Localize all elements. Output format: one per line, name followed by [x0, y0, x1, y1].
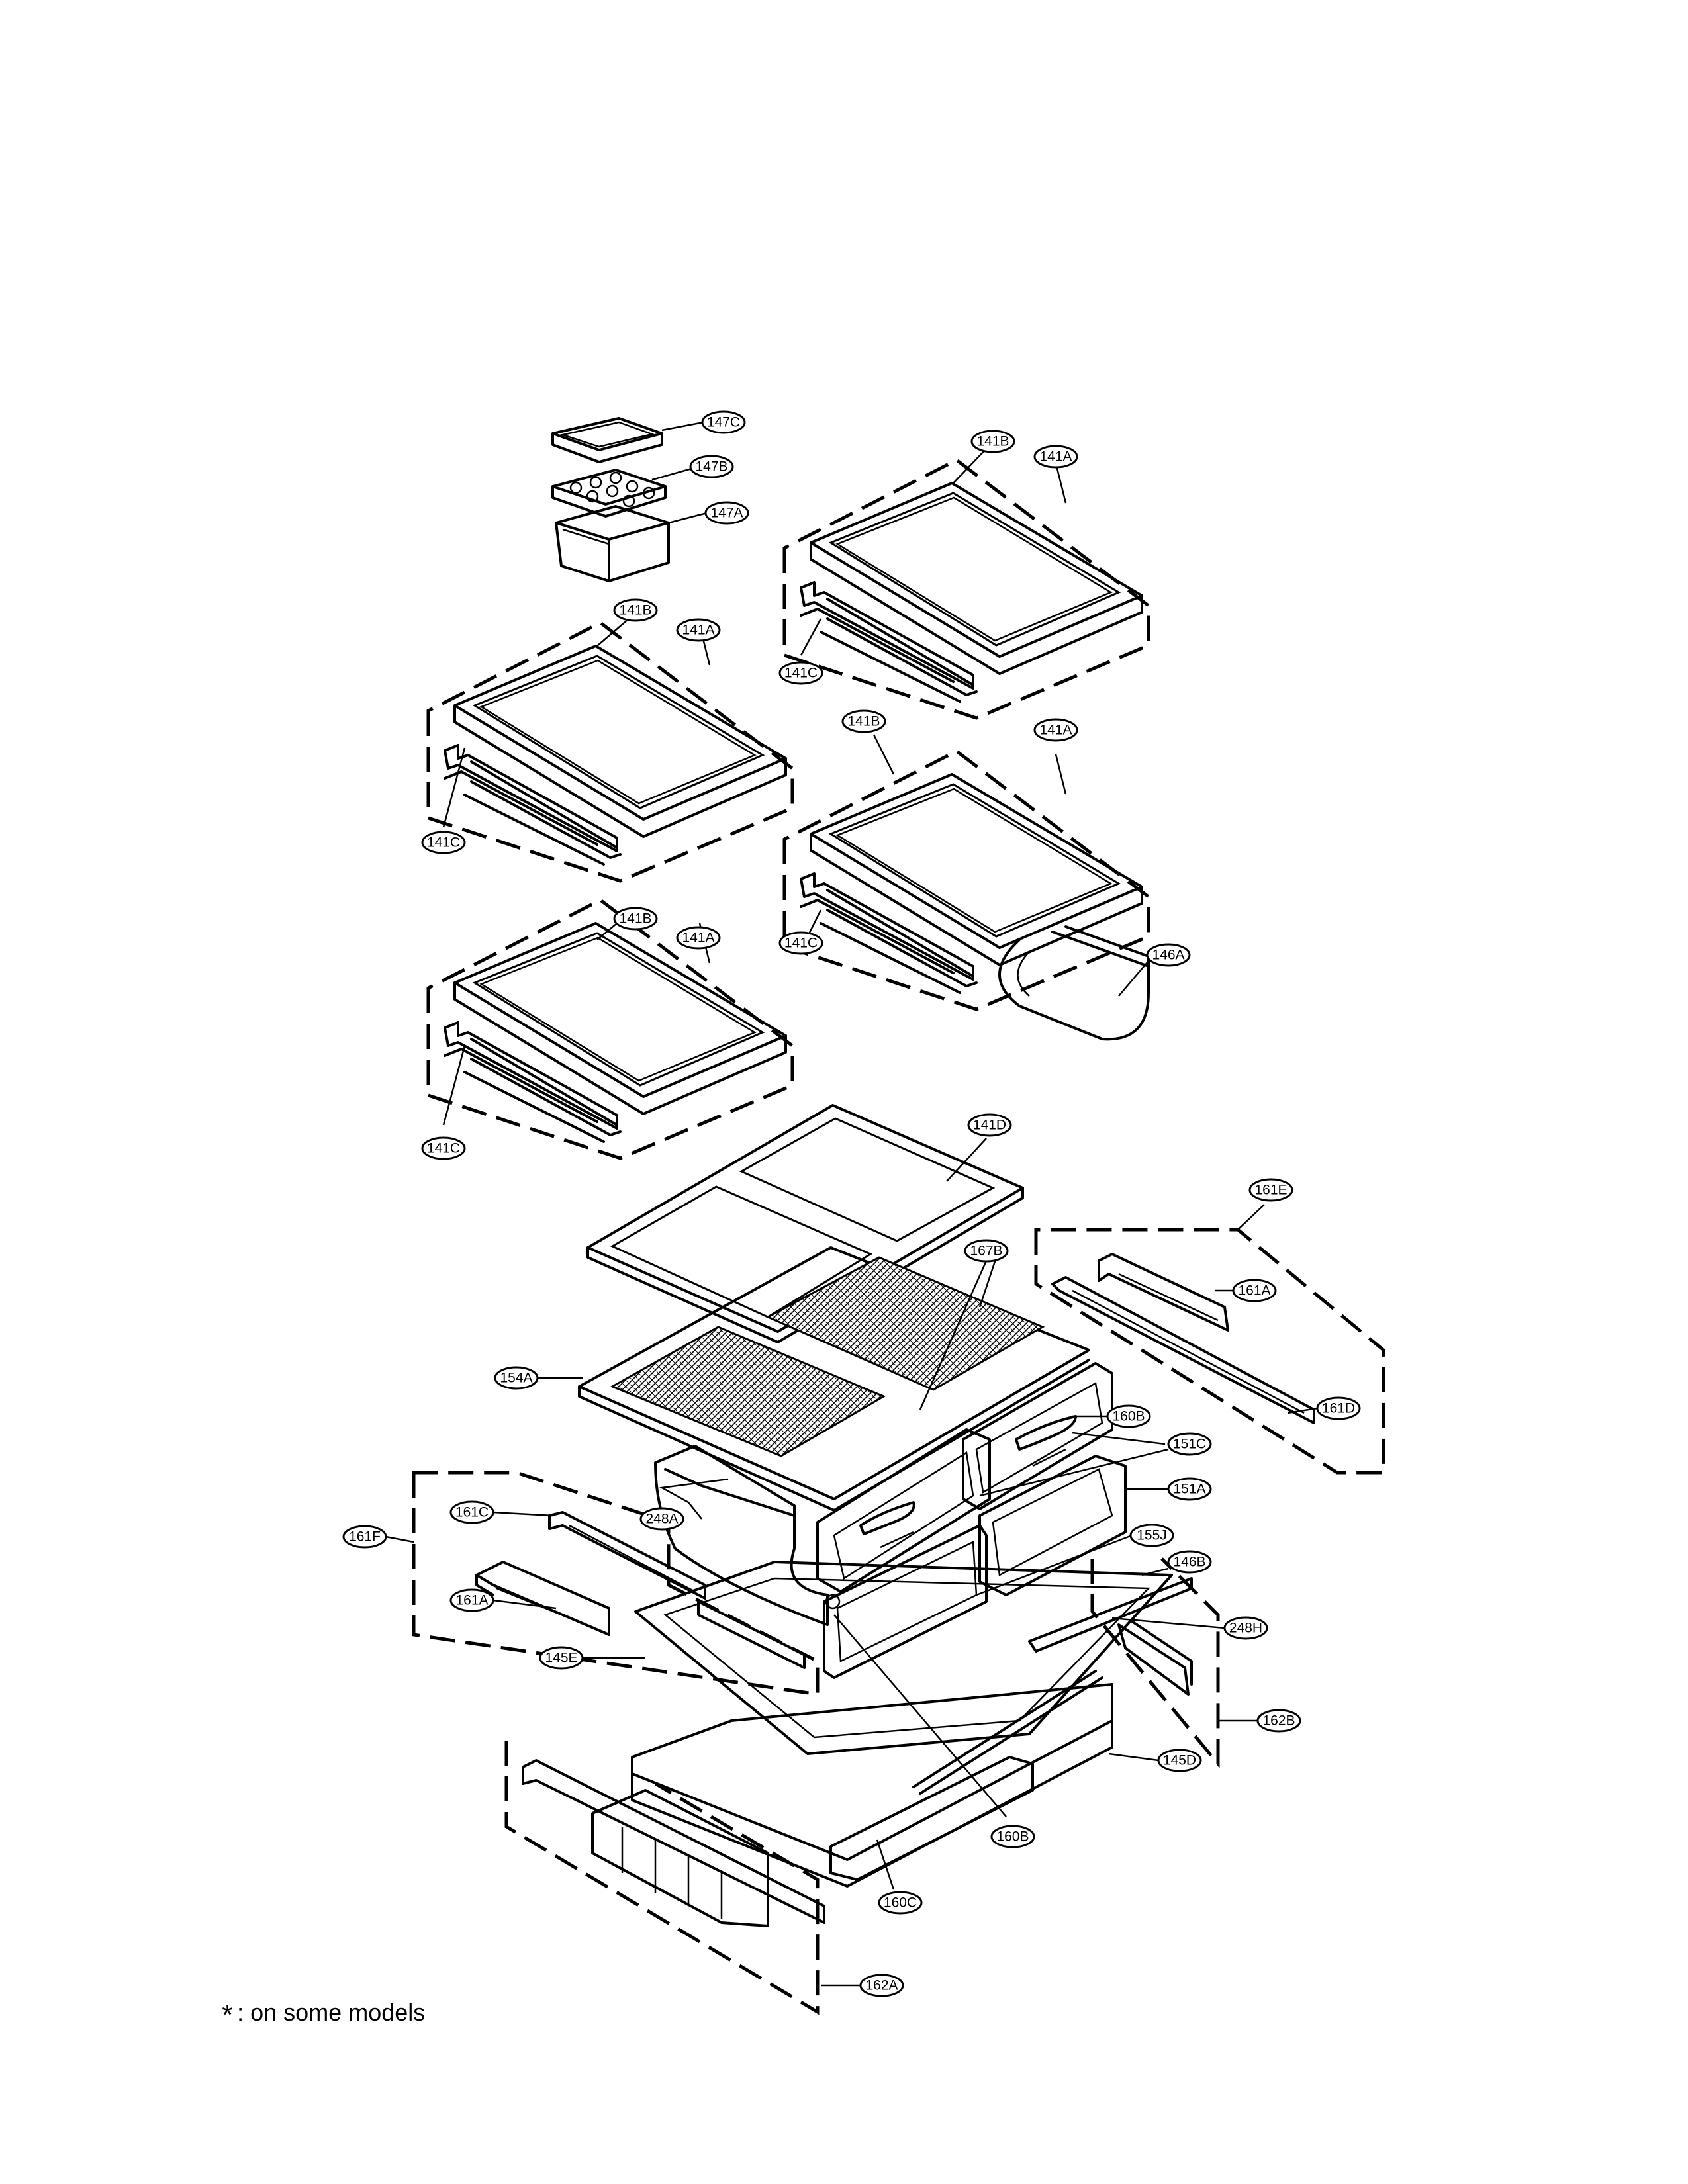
svg-text:146B: 146B	[1173, 1555, 1205, 1570]
callout-141D: 141D	[967, 1113, 1012, 1137]
svg-text:141B: 141B	[619, 911, 651, 927]
shelf-cover-146A	[998, 925, 1150, 1041]
egg-tray-assembly	[551, 417, 670, 582]
svg-text:141C: 141C	[784, 666, 818, 681]
svg-text:248H: 248H	[1229, 1621, 1262, 1636]
svg-text:162A: 162A	[865, 1978, 898, 1993]
shelf-assembly-upper-left	[428, 623, 792, 881]
footnote-text: : on some models	[237, 1999, 426, 2026]
svg-text:167B: 167B	[970, 1244, 1002, 1259]
callout-146A: 146A	[1146, 943, 1191, 967]
svg-text:151A: 151A	[1173, 1482, 1205, 1497]
rail-bracket-162B	[1028, 1557, 1220, 1768]
svg-text:141C: 141C	[427, 835, 460, 850]
rail-assembly-left-161F	[412, 1471, 820, 1696]
svg-text:141A: 141A	[1039, 723, 1072, 738]
svg-text:141B: 141B	[847, 714, 880, 729]
svg-text:161C: 161C	[455, 1505, 489, 1520]
callout-161D: 161D	[1316, 1396, 1361, 1420]
svg-text:146A: 146A	[1152, 948, 1184, 963]
callout-141C-shelf1: 141C	[778, 661, 823, 685]
callout-146B: 146B	[1167, 1550, 1212, 1574]
callout-141B-shelf2: 141B	[613, 598, 658, 622]
callout-141C-shelf2: 141C	[421, 831, 466, 854]
callout-162A: 162A	[859, 1974, 904, 1997]
svg-text:141C: 141C	[427, 1141, 460, 1156]
callout-141B-shelf1: 141B	[970, 430, 1015, 453]
svg-text:161E: 161E	[1254, 1183, 1287, 1198]
callout-155J: 155J	[1129, 1524, 1174, 1547]
callout-161A-left: 161A	[449, 1588, 494, 1612]
callout-145E: 145E	[539, 1646, 584, 1670]
svg-text:147A: 147A	[710, 506, 743, 521]
lower-front-panel-162A	[504, 1741, 825, 2015]
callout-161A-right: 161A	[1232, 1279, 1277, 1302]
callout-141A-shelf3: 141A	[1033, 718, 1078, 742]
svg-text:141A: 141A	[1039, 449, 1072, 465]
svg-text:154A: 154A	[500, 1371, 532, 1386]
svg-text:147B: 147B	[695, 459, 727, 475]
callout-248A: 248A	[639, 1507, 684, 1531]
svg-text:161A: 161A	[455, 1593, 488, 1608]
shelf-assembly-lower-left	[428, 900, 792, 1158]
leader-lines	[385, 421, 1318, 1987]
callout-154A: 154A	[494, 1366, 539, 1390]
callout-141B-shelf4: 141B	[613, 907, 658, 931]
svg-text:248A: 248A	[645, 1512, 678, 1527]
footnote-symbol: *	[222, 1999, 234, 2031]
callout-160C: 160C	[878, 1891, 923, 1915]
svg-text:141A: 141A	[682, 623, 714, 638]
svg-text:141B: 141B	[976, 434, 1009, 449]
svg-text:160B: 160B	[1112, 1409, 1145, 1424]
bottom-pan	[631, 1561, 1173, 1888]
crisper-drawer-right	[962, 1362, 1127, 1596]
callout-151C: 151C	[1167, 1432, 1212, 1456]
svg-text:162B: 162B	[1262, 1713, 1295, 1729]
crisper-cover-154A	[578, 1246, 1090, 1512]
callout-161C: 161C	[449, 1500, 494, 1524]
svg-text:155J: 155J	[1137, 1528, 1167, 1543]
callout-147B: 147B	[689, 455, 734, 478]
drawer-front-bottom	[823, 1524, 988, 1679]
callout-141A-shelf4: 141A	[676, 926, 721, 950]
callout-160B-bottom: 160B	[990, 1825, 1035, 1848]
glass-shelf-141D	[586, 1104, 1024, 1343]
svg-text:161F: 161F	[349, 1529, 381, 1545]
callout-141B-shelf3: 141B	[841, 709, 886, 733]
svg-text:147C: 147C	[707, 415, 740, 430]
callout-141A-shelf2: 141A	[676, 618, 721, 642]
callout-151A: 151A	[1167, 1477, 1212, 1501]
svg-text:160B: 160B	[996, 1829, 1029, 1844]
svg-text:145D: 145D	[1163, 1753, 1196, 1768]
footnote: *: on some models	[222, 1999, 425, 2032]
callout-141C-shelf4: 141C	[421, 1136, 466, 1160]
callout-248H: 248H	[1223, 1616, 1268, 1640]
callout-141C-shelf3: 141C	[778, 931, 823, 955]
svg-text:141C: 141C	[784, 936, 818, 951]
callout-145D: 145D	[1157, 1749, 1202, 1772]
svg-text:141B: 141B	[619, 603, 651, 618]
shelf-assembly-top-right	[782, 458, 1150, 720]
svg-text:161A: 161A	[1238, 1283, 1270, 1298]
svg-text:160C: 160C	[884, 1895, 917, 1911]
shelf-assembly-middle-right	[784, 751, 1149, 1009]
callout-147C: 147C	[701, 410, 746, 434]
svg-text:141A: 141A	[682, 931, 714, 946]
callout-167B: 167B	[964, 1239, 1009, 1263]
callout-147A: 147A	[704, 501, 749, 525]
svg-text:161D: 161D	[1322, 1401, 1355, 1416]
callout-162B: 162B	[1256, 1709, 1301, 1733]
svg-text:151C: 151C	[1173, 1437, 1206, 1452]
callout-141A-shelf1: 141A	[1033, 445, 1078, 469]
svg-text:145E: 145E	[545, 1651, 577, 1666]
svg-text:141D: 141D	[973, 1118, 1006, 1133]
callout-161F: 161F	[342, 1525, 387, 1549]
callout-161E: 161E	[1248, 1178, 1293, 1202]
callout-160B-right: 160B	[1106, 1404, 1151, 1428]
